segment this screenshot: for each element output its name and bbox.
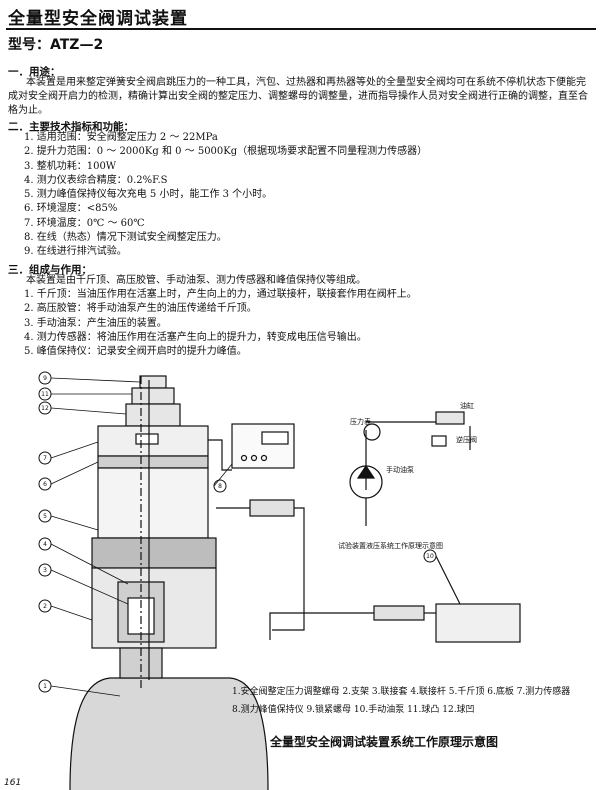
spec-item: 6. 环境湿度：<85% xyxy=(24,203,118,215)
meter-button xyxy=(250,454,258,462)
peak-meter xyxy=(231,423,295,469)
leader-line xyxy=(213,463,233,487)
callout-1: 1 xyxy=(43,683,47,690)
adjusting-nut-top xyxy=(125,403,181,427)
spec-item: 8. 在线（热态）情况下测试安全阀整定压力。 xyxy=(24,232,227,244)
spec-item: 2. 提升力范围：0 ～ 2000Kg 和 0 ～ 5000Kg（根据现场要求配… xyxy=(24,146,428,158)
sensor-window xyxy=(135,433,159,445)
pressure-gauge-symbol xyxy=(363,423,381,441)
composition-heading: 三．组成与作用： xyxy=(8,264,92,276)
leader-line xyxy=(50,605,93,621)
check-valve-label: 逆压阀 xyxy=(456,435,477,444)
callout-11: 11 xyxy=(41,391,49,398)
hand-pump-body xyxy=(435,603,521,643)
composition-intro: 本装置是由千斤顶、高压胶管、手动油泵、测力传感器和峰值保持仪等组成。 xyxy=(26,275,366,286)
hydraulic-subcaption: 试验装置液压系统工作原理示意图 xyxy=(338,541,443,550)
callout-4: 4 xyxy=(43,541,47,548)
composition-item: 5. 峰值保持仪：记录安全阀开启时的提升力峰值。 xyxy=(24,346,247,358)
composition-list: 1. 千斤顶：当油压作用在活塞上时，产生向上的力，通过联接杆，联接套作用在阀杆上… xyxy=(24,288,417,359)
check-valve-symbol xyxy=(431,435,447,447)
title-rule xyxy=(6,28,596,30)
meter-button xyxy=(240,454,248,462)
composition-item: 2. 高压胶管：将手动油泵产生的油压传递给千斤顶。 xyxy=(24,303,257,315)
lock-nut xyxy=(139,375,167,389)
apparatus-diagram: 9 11 12 7 6 8 5 4 3 2 1 10 压力表 油缸 逆压阀 手动… xyxy=(38,371,521,790)
spec-item: 3. 整机功耗：100W xyxy=(24,160,117,172)
ball-seat xyxy=(131,387,175,405)
callout-2: 2 xyxy=(43,603,47,610)
diagram-caption: 全量型安全阀调试装置系统工作原理示意图 xyxy=(270,735,499,749)
hose-coupling xyxy=(249,499,295,517)
pump-handle xyxy=(435,555,461,605)
leader-line xyxy=(50,685,121,697)
legend-row-1: 1.安全阀整定压力调整螺母 2.支架 3.联接套 4.联接杆 5.千斤顶 6.底… xyxy=(232,687,571,697)
signal-cable xyxy=(208,439,232,471)
oil-tank-label: 油缸 xyxy=(460,401,474,410)
leader-line xyxy=(50,461,99,485)
return-hose xyxy=(269,612,374,640)
spec-item: 7. 环境温度：0℃ ～ 60℃ xyxy=(24,217,145,229)
callout-10: 10 xyxy=(426,553,434,560)
spec-item: 1. 适用范围：安全阀整定压力 2 ～ 22MPa xyxy=(24,132,218,143)
composition-item: 1. 千斤顶：当油压作用在活塞上时，产生向上的力，通过联接杆，联接套作用在阀杆上… xyxy=(24,289,417,300)
callout-bubble xyxy=(423,549,437,563)
leader-line xyxy=(50,407,127,415)
purpose-text: 本装置是用来整定弹簧安全阀启跳压力的一种工具，汽包、过热器和再热器等处的全量型安… xyxy=(8,77,588,116)
spec-item: 4. 测力仪表综合精度：0.2%F.S xyxy=(24,174,168,186)
base-plate xyxy=(97,455,209,469)
callout-9: 9 xyxy=(43,375,47,382)
spec-item: 9. 在线进行排汽试验。 xyxy=(24,246,127,258)
callout-12: 12 xyxy=(41,405,49,412)
composition-item: 3. 手动油泵：产生油压的装置。 xyxy=(24,317,167,329)
specs-heading: 二．主要技术指标和功能： xyxy=(8,121,134,133)
callout-3: 3 xyxy=(43,567,47,574)
callout-7: 7 xyxy=(43,455,47,462)
hand-pump-label: 手动油泵 xyxy=(386,465,414,474)
safety-valve-body xyxy=(69,677,269,790)
leader-line xyxy=(50,441,99,459)
spec-item: 5. 测力峰值保持仪每次充电 5 小时，能工作 3 个小时。 xyxy=(24,189,273,201)
leader-line xyxy=(50,543,129,585)
meter-display xyxy=(261,431,289,445)
oil-cylinder-symbol xyxy=(435,411,465,425)
page-title: 全量型安全阀调试装置 xyxy=(8,9,188,29)
model-number: 型号：ATZ—2 xyxy=(8,37,104,53)
high-pressure-hose xyxy=(272,507,305,631)
callout-8: 8 xyxy=(218,483,222,490)
page-number: 161 xyxy=(4,778,22,788)
pump-coupling xyxy=(373,605,425,621)
composition-item: 4. 测力传感器：将油压作用在活塞产生向上的提升力，转变成电压信号输出。 xyxy=(24,331,367,343)
legend-row-2: 8.测力峰值保持仪 9.锁紧螺母 10.手动油泵 11.球凸 12.球凹 xyxy=(232,705,475,715)
pump-arrow xyxy=(356,464,376,479)
leader-line xyxy=(50,515,99,531)
jack-flange xyxy=(91,537,217,569)
purpose-heading: 一．用途： xyxy=(8,66,61,78)
leader-line xyxy=(50,569,129,605)
callout-5: 5 xyxy=(43,513,47,520)
leader-line xyxy=(50,377,141,383)
pressure-gauge-label: 压力表 xyxy=(350,417,371,426)
meter-button xyxy=(260,454,268,462)
callout-6: 6 xyxy=(43,481,47,488)
jack xyxy=(97,467,209,539)
specs-list: 1. 适用范围：安全阀整定压力 2 ～ 22MPa 2. 提升力范围：0 ～ 2… xyxy=(24,131,427,260)
